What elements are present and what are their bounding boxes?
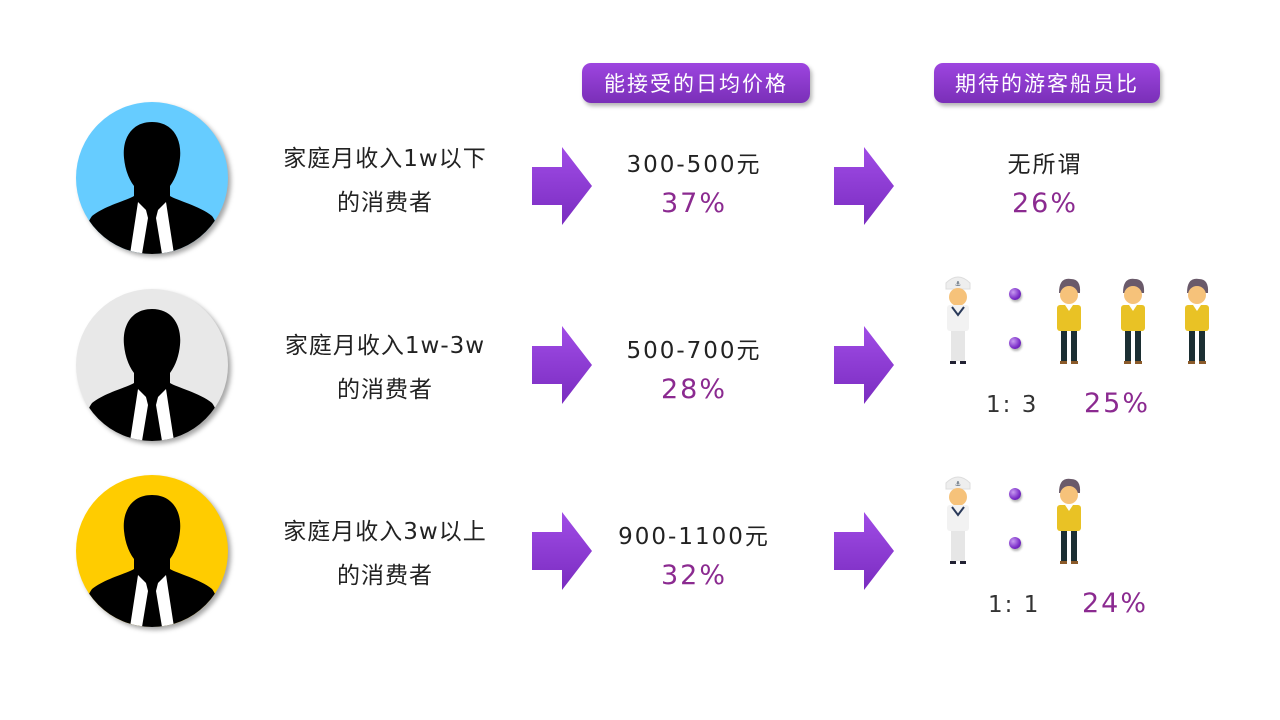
segment-line2: 的消费者 (337, 190, 433, 216)
price-percent: 32% (660, 560, 727, 591)
ratio-value: 1: 3 (986, 392, 1039, 418)
avatar-low-income (76, 102, 228, 254)
price-range: 900-1100元 (618, 524, 770, 550)
segment-line1: 家庭月收入3w以上 (283, 519, 487, 545)
price-column-header: 能接受的日均价格 (582, 63, 810, 103)
person-silhouette-icon (76, 102, 228, 254)
price-percent: 28% (660, 374, 727, 405)
colon-dot-icon (1009, 337, 1021, 349)
tourist-icon (1179, 273, 1215, 365)
tourist-icon (1051, 273, 1087, 365)
person-silhouette-icon (76, 475, 228, 627)
ratio-percent: 25% (1083, 388, 1150, 419)
segment-label: 家庭月收入1w-3w 的消费者 (255, 324, 515, 412)
arrow-right-icon (834, 326, 894, 404)
segment-line1: 家庭月收入1w-3w (284, 333, 486, 359)
segment-line1: 家庭月收入1w以下 (283, 146, 487, 172)
ratio-column-header: 期待的游客船员比 (934, 63, 1160, 103)
arrow-right-icon (532, 512, 592, 590)
ratio-value: 1: 1 (988, 592, 1041, 618)
price-range: 300-500元 (626, 152, 762, 178)
ratio-percent: 26% (1011, 188, 1078, 219)
avatar-mid-income (76, 289, 228, 441)
segment-line2: 的消费者 (337, 377, 433, 403)
avatar-high-income (76, 475, 228, 627)
arrow-right-icon (532, 147, 592, 225)
segment-line2: 的消费者 (337, 563, 433, 589)
arrow-right-icon (834, 147, 894, 225)
segment-label: 家庭月收入3w以上的消费者 (255, 510, 515, 598)
colon-dot-icon (1009, 288, 1021, 300)
tourist-icon (1115, 273, 1151, 365)
sailor-icon (940, 273, 976, 365)
colon-dot-icon (1009, 488, 1021, 500)
segment-label: 家庭月收入1w以下的消费者 (255, 137, 515, 225)
ratio-percent: 24% (1081, 588, 1148, 619)
tourist-icon (1051, 473, 1087, 565)
arrow-right-icon (532, 326, 592, 404)
colon-dot-icon (1009, 537, 1021, 549)
arrow-right-icon (834, 512, 894, 590)
sailor-icon (940, 473, 976, 565)
ratio-value: 无所谓 (1007, 152, 1083, 178)
price-range: 500-700元 (626, 338, 762, 364)
price-percent: 37% (660, 188, 727, 219)
person-silhouette-icon (76, 289, 228, 441)
